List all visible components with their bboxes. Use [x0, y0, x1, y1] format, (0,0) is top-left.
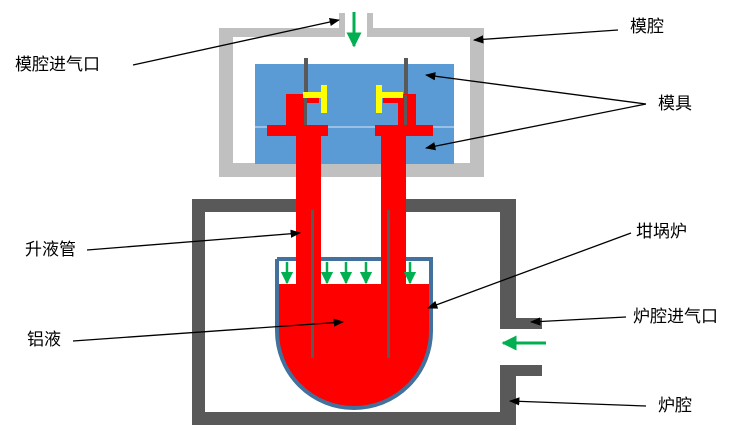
left-riser-assembly [267, 58, 328, 358]
label-aluminum-liquid: 铝液 [27, 330, 61, 350]
label-mold-cavity: 模腔 [630, 17, 664, 37]
mold-block [255, 64, 454, 164]
label-riser-tube: 升液管 [25, 240, 76, 260]
leader-riser-tube [86, 229, 302, 251]
label-mold-cavity-inlet: 模腔进气口 [15, 55, 100, 75]
label-furnace-inlet: 炉腔进气口 [633, 307, 718, 327]
leader-mold-cavity-inlet [132, 17, 341, 66]
pressure-arrows [280, 262, 417, 285]
leader-aluminum-liquid [72, 318, 345, 342]
right-clamp-post [376, 85, 382, 113]
leader-crucible [427, 232, 632, 309]
mold-cavity-wall [219, 13, 484, 177]
leader-mold-top [424, 72, 647, 105]
leader-mold-bottom [424, 103, 647, 151]
label-crucible: 坩埚炉 [636, 222, 687, 242]
right-riser-assembly [375, 58, 433, 358]
label-furnace-chamber: 炉腔 [658, 396, 692, 416]
leader-furnace-chamber [508, 397, 647, 407]
leader-furnace-inlet [529, 316, 627, 326]
leader-mold-cavity [472, 29, 619, 44]
furnace-chamber-wall [192, 199, 542, 425]
right-clamp [381, 92, 403, 98]
label-mold: 模具 [658, 94, 692, 114]
left-clamp [303, 92, 325, 98]
left-clamp-post [321, 85, 327, 113]
crucible-outline [275, 257, 433, 410]
